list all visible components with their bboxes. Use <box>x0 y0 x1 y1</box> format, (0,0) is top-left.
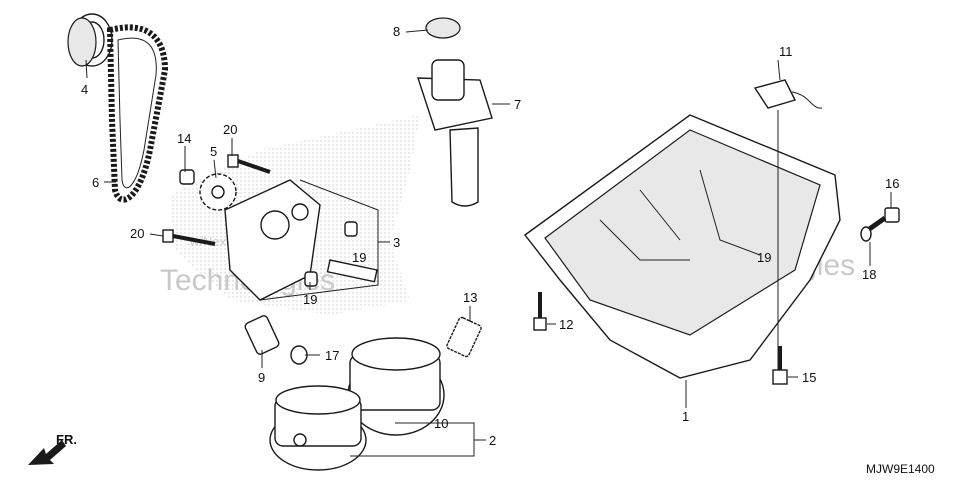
part-8-cap <box>425 17 461 39</box>
callout-10: 10 <box>434 416 448 431</box>
callout-19a: 19 <box>352 250 366 265</box>
part-18-washer <box>860 226 872 242</box>
part-9-strainer <box>244 315 280 355</box>
callout-8: 8 <box>393 24 400 39</box>
part-11-sensor <box>753 79 823 109</box>
part-17-oring <box>290 345 308 365</box>
callout-14: 14 <box>177 131 191 146</box>
callout-19c: 19 <box>757 250 771 265</box>
part-4-sprocket-ring <box>67 13 113 67</box>
part-10-oil-filter-rear <box>347 337 445 436</box>
callout-13: 13 <box>463 290 477 305</box>
callout-20a: 20 <box>223 122 237 137</box>
callout-2: 2 <box>489 433 496 448</box>
part-5-gear <box>199 173 237 211</box>
part-20-bolt-upper <box>227 154 271 174</box>
callout-16: 16 <box>885 176 899 191</box>
callout-6: 6 <box>92 175 99 190</box>
callout-5: 5 <box>210 144 217 159</box>
callout-1: 1 <box>682 409 689 424</box>
part-1-oil-pan <box>524 114 841 379</box>
diagram-code: MJW9E1400 <box>866 462 935 476</box>
callout-20b: 20 <box>130 226 144 241</box>
part-7-filler-tube <box>417 59 493 207</box>
callout-12: 12 <box>559 317 573 332</box>
callout-3: 3 <box>393 235 400 250</box>
part-3-oil-pump <box>224 179 378 301</box>
callout-18: 18 <box>862 267 876 282</box>
front-direction-arrow-icon <box>28 440 66 465</box>
front-direction-label: FR. <box>56 432 77 447</box>
callout-4: 4 <box>81 82 88 97</box>
part-16-drain-bolt <box>866 207 900 233</box>
part-10-oil-filter-front <box>269 385 367 471</box>
callout-19b: 19 <box>303 292 317 307</box>
callout-7: 7 <box>514 97 521 112</box>
part-13-nipple <box>446 316 482 358</box>
callout-11: 11 <box>779 44 793 59</box>
part-12-bolt <box>533 292 547 331</box>
part-15-bolt <box>772 346 788 385</box>
callout-15: 15 <box>802 370 816 385</box>
part-14-nut <box>179 169 195 185</box>
callout-17: 17 <box>325 348 339 363</box>
callout-9: 9 <box>258 370 265 385</box>
